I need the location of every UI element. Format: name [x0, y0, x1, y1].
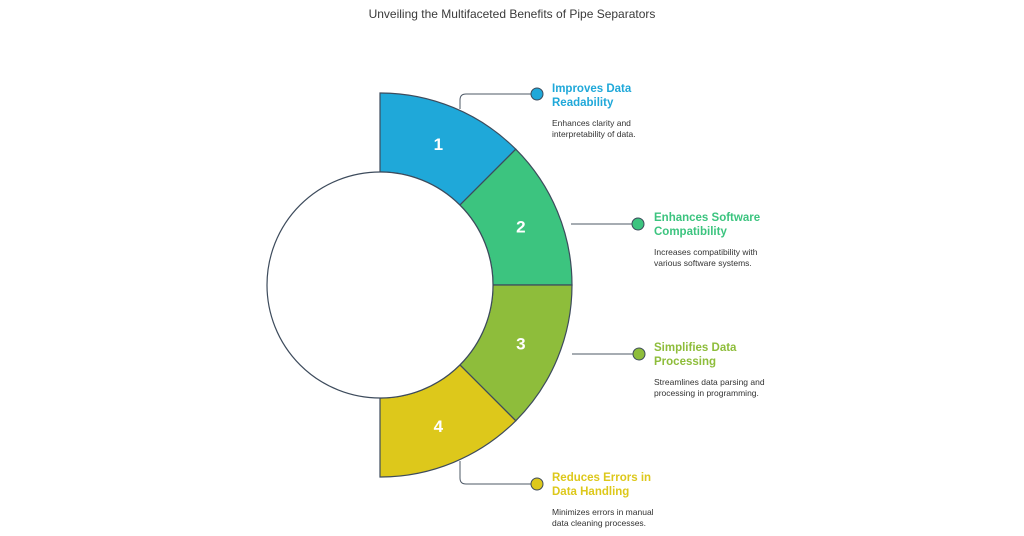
connector-dot — [631, 217, 645, 231]
benefit-description: Enhances clarity and interpretability of… — [552, 118, 636, 140]
segment-number: 3 — [516, 334, 525, 353]
benefit-readability: Improves Data Readability Enhances clari… — [552, 82, 636, 140]
benefit-description-line: data cleaning processes. — [552, 518, 647, 528]
benefit-title-line: Enhances Software — [654, 212, 761, 224]
benefit-description: Minimizes errors in manual data cleaning… — [552, 507, 654, 529]
benefit-description: Streamlines data parsing and processing … — [654, 377, 765, 399]
segment-number: 1 — [434, 135, 443, 154]
benefit-error-reduction: Reduces Errors in Data Handling Minimize… — [552, 471, 654, 529]
benefit-title: Simplifies Data Processing — [654, 341, 765, 369]
benefit-title-line: Readability — [552, 97, 614, 109]
benefit-description: Increases compatibility with various sof… — [654, 247, 760, 269]
benefit-description-line: Streamlines data parsing and — [654, 377, 765, 387]
benefit-title: Reduces Errors in Data Handling — [552, 471, 654, 499]
connector-dot — [530, 87, 544, 101]
benefit-title-line: Simplifies Data — [654, 342, 737, 354]
benefit-processing: Simplifies Data Processing Streamlines d… — [654, 341, 765, 399]
center-circle — [266, 171, 494, 399]
benefit-description-line: interpretability of data. — [552, 129, 636, 139]
benefit-title: Improves Data Readability — [552, 82, 636, 110]
benefit-description-line: Enhances clarity and — [552, 118, 631, 128]
segment-number: 4 — [434, 417, 444, 436]
benefit-title: Enhances Software Compatibility — [654, 211, 760, 239]
connector-line — [459, 461, 537, 485]
diagram-title: Unveiling the Multifaceted Benefits of P… — [368, 7, 656, 21]
benefit-description-line: processing in programming. — [654, 388, 759, 398]
benefit-description-line: various software systems. — [654, 258, 752, 268]
benefit-title-line: Processing — [654, 356, 716, 368]
connector-dot — [632, 347, 646, 361]
benefit-compatibility: Enhances Software Compatibility Increase… — [654, 211, 760, 269]
benefit-title-line: Improves Data — [552, 83, 632, 95]
benefit-title-line: Compatibility — [654, 226, 727, 238]
benefit-description-line: Increases compatibility with — [654, 247, 758, 257]
benefit-description-line: Minimizes errors in manual — [552, 507, 654, 517]
benefit-title-line: Data Handling — [552, 486, 630, 498]
connector-dot — [530, 477, 544, 491]
connector-line — [459, 93, 537, 109]
benefit-title-line: Reduces Errors in — [552, 472, 652, 484]
segment-number: 2 — [516, 218, 525, 237]
